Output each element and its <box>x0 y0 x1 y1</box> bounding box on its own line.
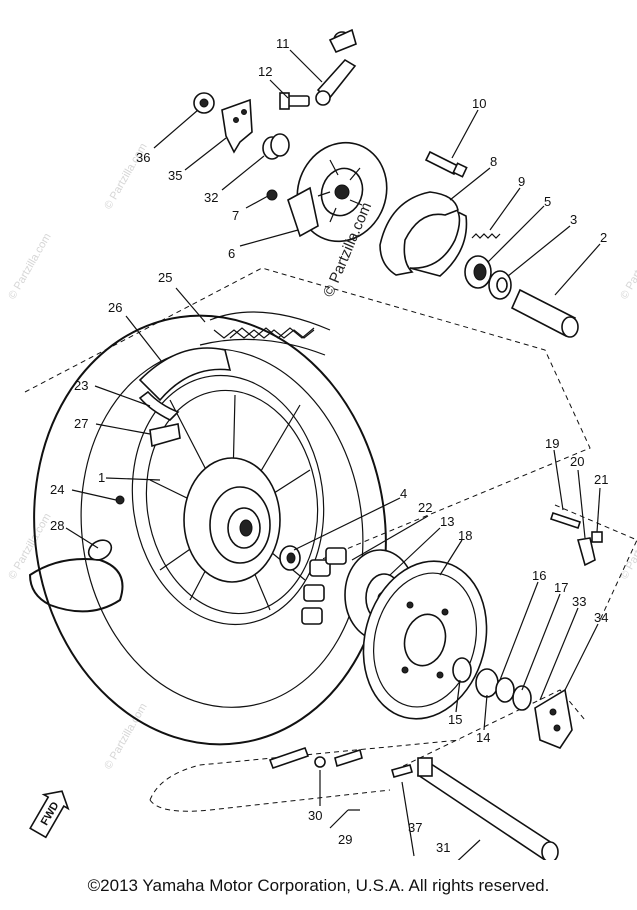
chain-adjuster <box>549 511 603 567</box>
watermark-right-1: © Partzilla.com <box>618 231 637 301</box>
brake-shoes <box>379 191 468 277</box>
callout-32: 32 <box>204 190 218 205</box>
bolt <box>279 92 310 110</box>
callout-8: 8 <box>490 154 497 169</box>
spacer <box>510 288 579 338</box>
bearing <box>464 255 492 289</box>
callout-11: 11 <box>276 36 290 51</box>
callout-14: 14 <box>476 730 490 745</box>
callout-31: 31 <box>436 840 450 855</box>
collar <box>262 133 290 160</box>
callout-16: 16 <box>532 568 546 583</box>
spacer-4 <box>279 545 301 571</box>
callout-9: 9 <box>518 174 525 189</box>
callout-25: 25 <box>158 270 172 285</box>
hub <box>183 457 281 583</box>
callout-1: 1 <box>98 470 105 485</box>
axle-boundary <box>394 689 586 771</box>
callout-35: 35 <box>168 168 182 183</box>
callout-17: 17 <box>554 580 568 595</box>
rim-band <box>138 347 232 421</box>
axle <box>416 757 559 860</box>
callout-37: 37 <box>408 820 422 835</box>
nut <box>193 92 215 114</box>
callout-12: 12 <box>258 64 272 79</box>
drive-chain <box>149 739 461 812</box>
callout-22: 22 <box>418 500 432 515</box>
callout-2: 2 <box>600 230 607 245</box>
callout-20: 20 <box>570 454 584 469</box>
locking-plate <box>221 98 253 154</box>
callout-15: 15 <box>448 712 462 727</box>
callout-28: 28 <box>50 518 64 533</box>
callout-5: 5 <box>544 194 551 209</box>
callout-21: 21 <box>594 472 608 487</box>
inner-tube <box>28 539 124 613</box>
callout-6: 6 <box>228 246 235 261</box>
callouts: 11 12 36 35 32 10 8 9 5 3 2 7 6 25 26 23… <box>50 36 608 855</box>
callout-23: 23 <box>74 378 88 393</box>
fwd-arrow: FWD <box>29 790 70 839</box>
tube-valve <box>149 423 181 448</box>
oil-seal <box>488 270 512 300</box>
callout-26: 26 <box>108 300 122 315</box>
nipple <box>115 495 125 505</box>
leader-lines <box>65 49 601 860</box>
callout-36: 36 <box>136 150 150 165</box>
axle-stack <box>452 657 532 711</box>
watermark-left-2: © Partzilla.com <box>6 511 53 581</box>
callout-3: 3 <box>570 212 577 227</box>
callout-18: 18 <box>458 528 472 543</box>
watermark-right-2: © Partzilla.com <box>618 511 637 581</box>
brake-shoe-plate <box>287 141 388 243</box>
callout-7: 7 <box>232 208 239 223</box>
assembly-boundary <box>24 267 591 561</box>
small-nut <box>266 189 278 201</box>
callout-34: 34 <box>594 610 608 625</box>
spring <box>471 233 501 239</box>
callout-4: 4 <box>400 486 407 501</box>
callout-33: 33 <box>572 594 586 609</box>
copyright-notice: ©2013 Yamaha Motor Corporation, U.S.A. A… <box>87 876 550 895</box>
callout-30: 30 <box>308 808 322 823</box>
callout-13: 13 <box>440 514 454 529</box>
callout-19: 19 <box>545 436 559 451</box>
exploded-parts-diagram: © Partzilla.com © Partzilla.com © Partzi… <box>6 28 637 860</box>
cam-shaft <box>424 150 468 178</box>
brake-arm <box>315 28 357 106</box>
chain-puller <box>534 688 573 749</box>
callout-29: 29 <box>338 832 352 847</box>
callout-27: 27 <box>74 416 88 431</box>
watermark-left-1: © Partzilla.com <box>6 231 53 301</box>
callout-10: 10 <box>472 96 486 111</box>
callout-24: 24 <box>50 482 64 497</box>
